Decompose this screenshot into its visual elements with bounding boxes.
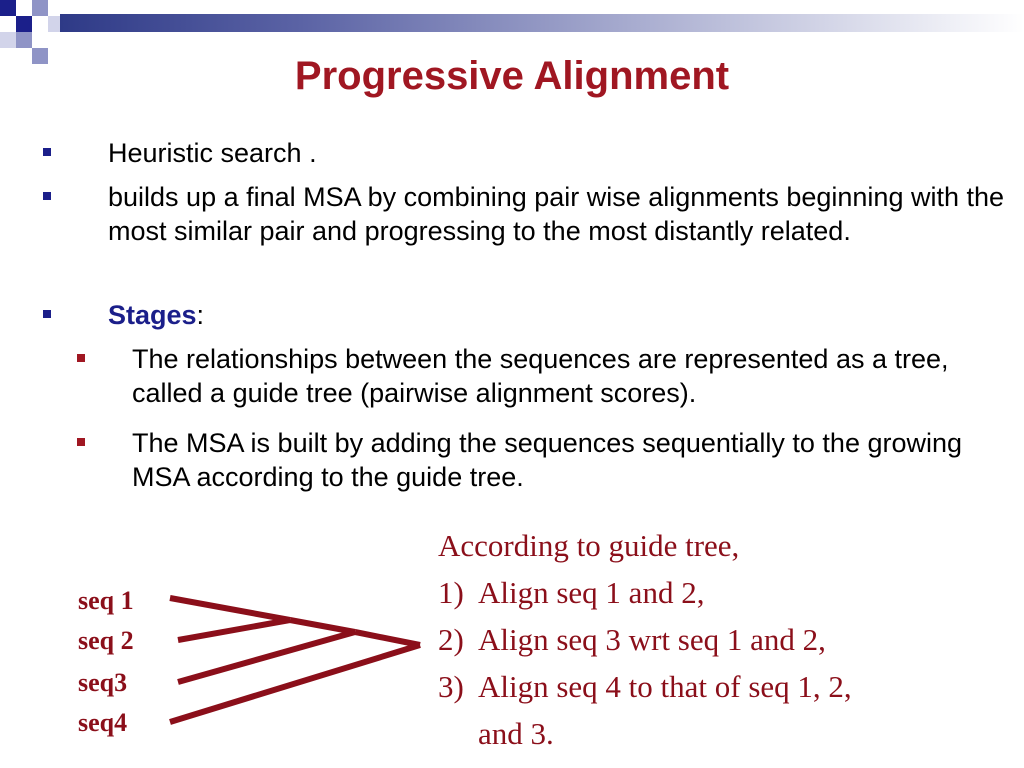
tree-branch-seq4 bbox=[169, 642, 421, 725]
sub-bullet-item: The relationships between the sequences … bbox=[77, 342, 1017, 410]
guide-step: 2) Align seq 3 wrt seq 1 and 2, bbox=[438, 616, 998, 663]
deco-square bbox=[16, 32, 32, 48]
guide-step: 3) Align seq 4 to that of seq 1, 2, bbox=[438, 663, 998, 710]
step-number: 3) bbox=[438, 669, 464, 704]
seq-label: seq 2 bbox=[78, 626, 134, 655]
bullet-item: builds up a final MSA by combining pair … bbox=[43, 180, 1008, 248]
deco-square bbox=[0, 32, 16, 48]
deco-square bbox=[32, 0, 48, 16]
guide-steps: According to guide tree, 1) Align seq 1 a… bbox=[438, 522, 998, 757]
sub-bullet-marker bbox=[77, 438, 85, 446]
seq-label: seq4 bbox=[78, 708, 128, 737]
deco-square bbox=[0, 0, 16, 16]
tree-branch-seq1 bbox=[169, 595, 291, 623]
deco-square bbox=[16, 16, 32, 32]
deco-square bbox=[32, 48, 48, 64]
step-text: Align seq 3 wrt seq 1 and 2, bbox=[478, 622, 826, 657]
step-text: Align seq 4 to that of seq 1, 2, bbox=[478, 669, 852, 704]
tree-branch-seq3 bbox=[177, 629, 356, 685]
slide-title: Progressive Alignment bbox=[294, 54, 730, 98]
bullet-marker bbox=[43, 148, 51, 156]
sub-bullet-text: The relationships between the sequences … bbox=[132, 344, 949, 408]
header-gradient-bar bbox=[60, 14, 1024, 32]
guide-step-continuation: and 3. bbox=[478, 716, 554, 751]
bullet-text: Heuristic search . bbox=[108, 138, 317, 168]
sub-bullet-item: The MSA is built by adding the sequences… bbox=[77, 426, 1017, 494]
bullet-marker bbox=[43, 192, 51, 200]
stages-label: Stages bbox=[108, 300, 197, 330]
seq-label: seq 1 bbox=[78, 586, 134, 615]
step-number: 1) bbox=[438, 575, 464, 610]
header-decoration bbox=[0, 0, 120, 70]
tree-branch-123 bbox=[354, 629, 421, 648]
step-text: Align seq 1 and 2, bbox=[478, 575, 705, 610]
sub-bullet-marker bbox=[77, 354, 85, 362]
seq-label: seq3 bbox=[78, 668, 128, 697]
sub-bullet-text: The MSA is built by adding the sequences… bbox=[132, 428, 963, 492]
bullet-item: Stages: bbox=[43, 298, 1008, 332]
guide-steps-intro: According to guide tree, bbox=[438, 528, 740, 563]
step-number: 2) bbox=[438, 622, 464, 657]
tree-branch-12 bbox=[289, 617, 356, 635]
tree-branch-seq2 bbox=[177, 617, 291, 643]
stages-suffix: : bbox=[196, 300, 205, 330]
guide-step: 1) Align seq 1 and 2, bbox=[438, 569, 998, 616]
bullet-item: Heuristic search . bbox=[43, 136, 1008, 170]
bullet-text: builds up a final MSA by combining pair … bbox=[108, 182, 1005, 246]
bullet-marker bbox=[43, 310, 51, 318]
